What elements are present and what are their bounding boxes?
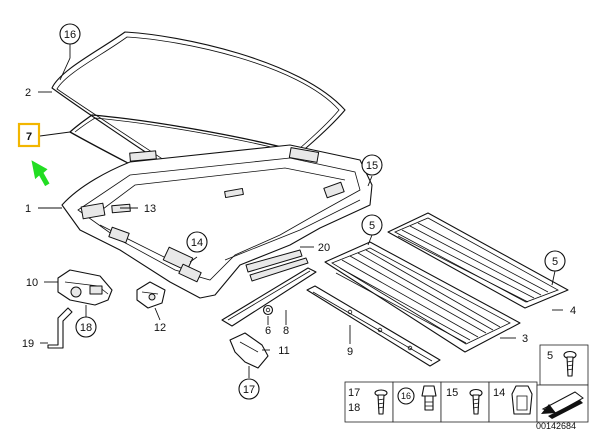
callout-17[interactable]: 17	[238, 378, 260, 400]
svg-text:5: 5	[547, 350, 553, 362]
callout-19[interactable]: 19	[22, 338, 34, 350]
fastener-15[interactable]: 15	[446, 387, 483, 415]
callout-16b: 16	[397, 387, 415, 405]
rail-20[interactable]	[245, 249, 309, 282]
clip-icon	[511, 385, 533, 415]
sun-shade[interactable]	[324, 241, 521, 353]
svg-text:5: 5	[552, 256, 558, 268]
callout-14[interactable]: 14	[186, 231, 208, 253]
wind-deflector-bracket[interactable]	[229, 332, 269, 369]
callout-6[interactable]: 6	[265, 325, 271, 337]
bolt-icon	[374, 389, 388, 415]
nut-6[interactable]	[262, 304, 274, 316]
fastener-5[interactable]: 5	[547, 350, 577, 377]
callout-4[interactable]: 4	[570, 305, 576, 317]
svg-text:17: 17	[243, 384, 255, 396]
callout-10[interactable]: 10	[26, 277, 38, 289]
callout-5-center[interactable]: 5	[361, 214, 383, 236]
fastener-16[interactable]: 16	[397, 385, 437, 411]
svg-text:15: 15	[446, 387, 458, 399]
emergency-crank[interactable]	[47, 307, 73, 349]
control-bracket[interactable]	[136, 281, 166, 309]
callout-3[interactable]: 3	[522, 333, 528, 345]
sun-shade-slats	[335, 249, 501, 344]
callout-7-highlighted[interactable]: 7	[17, 122, 41, 148]
screw-icon	[469, 388, 483, 415]
svg-text:16: 16	[401, 391, 411, 401]
svg-text:18: 18	[80, 322, 92, 334]
clip-nut-icon	[421, 385, 437, 411]
callout-2[interactable]: 2	[25, 87, 31, 99]
guide-rail-8[interactable]	[221, 267, 317, 327]
callout-16[interactable]: 16	[59, 23, 81, 45]
callout-11[interactable]: 11	[278, 345, 289, 357]
svg-text:18: 18	[348, 402, 360, 414]
callout-8[interactable]: 8	[283, 325, 289, 337]
callout-13[interactable]: 13	[144, 203, 156, 215]
callout-9[interactable]: 9	[347, 346, 353, 358]
svg-text:7: 7	[26, 131, 32, 143]
svg-text:15: 15	[366, 160, 378, 172]
rear-sun-shade[interactable]	[387, 212, 569, 309]
drive-motor[interactable]	[57, 269, 113, 306]
fastener-14[interactable]: 14	[493, 385, 533, 415]
guide-rail-9[interactable]	[306, 285, 441, 367]
callout-1[interactable]: 1	[25, 203, 31, 215]
svg-text:5: 5	[369, 220, 375, 232]
roof-frame[interactable]	[61, 144, 373, 299]
svg-text:14: 14	[191, 237, 203, 249]
callout-12[interactable]: 12	[154, 322, 166, 334]
direction-arrow-icon	[541, 391, 584, 419]
callout-20[interactable]: 20	[318, 242, 330, 254]
screw-icon	[563, 350, 577, 377]
svg-text:14: 14	[493, 387, 505, 399]
rear-sun-shade-slats	[397, 222, 549, 303]
svg-text:17: 17	[348, 387, 360, 399]
callout-15[interactable]: 15	[361, 154, 383, 176]
callout-5-right[interactable]: 5	[544, 250, 566, 272]
callout-18[interactable]: 18	[75, 316, 97, 338]
leader-lines	[38, 44, 563, 378]
green-arrow-icon	[31, 160, 50, 187]
fastener-17-18[interactable]: 17 18	[348, 387, 388, 415]
svg-text:16: 16	[64, 29, 76, 41]
diagram-id: 00142684	[536, 421, 576, 431]
